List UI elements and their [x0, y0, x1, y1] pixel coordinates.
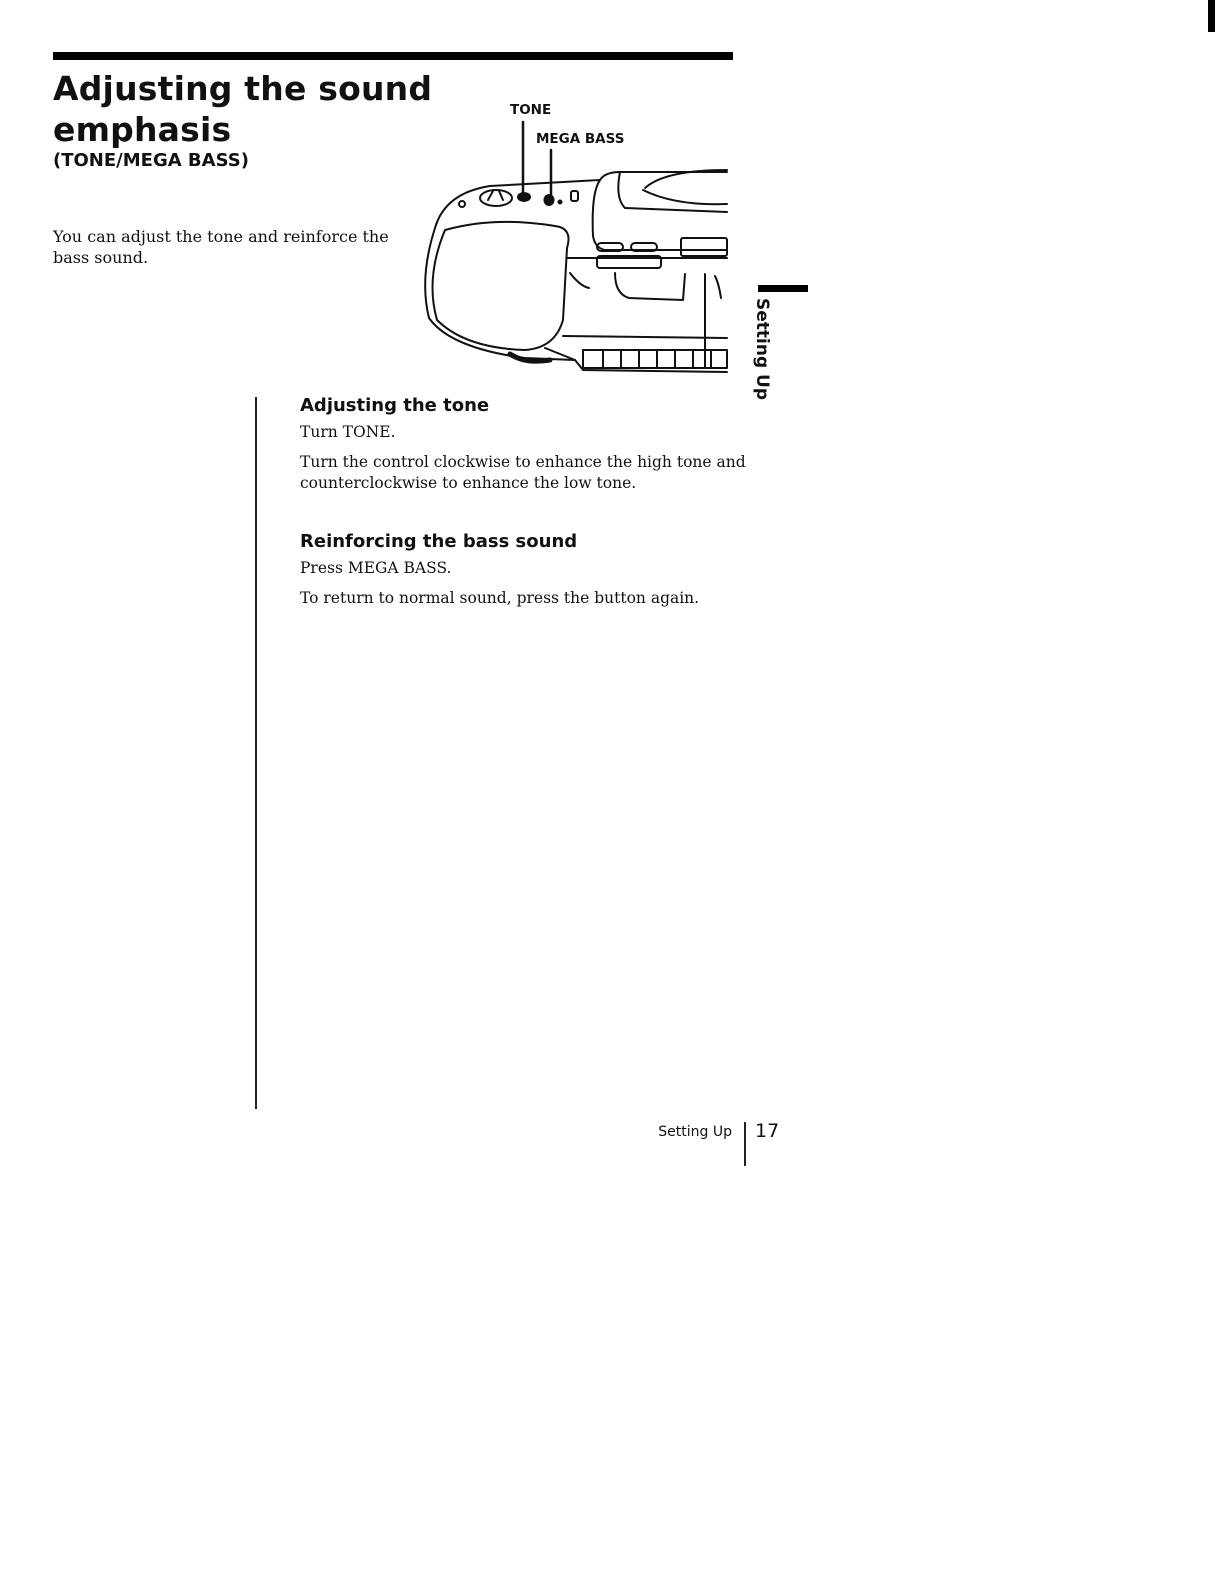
- side-tab: Setting Up: [752, 298, 782, 408]
- column-rule: [255, 397, 257, 1109]
- section-heading: Reinforcing the bass sound: [300, 531, 578, 552]
- footer-section-name: Setting Up: [658, 1124, 732, 1140]
- tone-callout-label: TONE: [510, 102, 552, 118]
- section-paragraph: To return to normal sound, press the but…: [300, 589, 700, 607]
- section-paragraph: Press MEGA BASS.: [300, 559, 452, 577]
- header-rule: [53, 52, 733, 60]
- side-tab-marker: [758, 285, 808, 292]
- section-heading: Adjusting the tone: [300, 395, 490, 416]
- section-paragraph: Turn the control clockwise to enhance th…: [300, 453, 746, 492]
- mega-bass-callout-label: MEGA BASS: [536, 131, 625, 147]
- page-number: 17: [755, 1120, 780, 1142]
- page-title: Adjusting the sound emphasis: [53, 69, 433, 149]
- section-paragraph: Turn TONE.: [300, 423, 396, 441]
- boombox-illustration: [424, 120, 728, 373]
- intro-text: You can adjust the tone and reinforce th…: [53, 227, 389, 267]
- section-adjusting-tone: Adjusting the tone Turn TONE. Turn the c…: [300, 395, 760, 503]
- page-subtitle: (TONE/MEGA BASS): [53, 150, 249, 171]
- page-edge-mark: [1208, 0, 1215, 32]
- boombox-diagram: TONE MEGA BASS: [415, 98, 735, 380]
- section-reinforcing-bass: Reinforcing the bass sound Press MEGA BA…: [300, 531, 760, 618]
- side-tab-label: Setting Up: [752, 298, 772, 401]
- footer-rule: [744, 1122, 746, 1166]
